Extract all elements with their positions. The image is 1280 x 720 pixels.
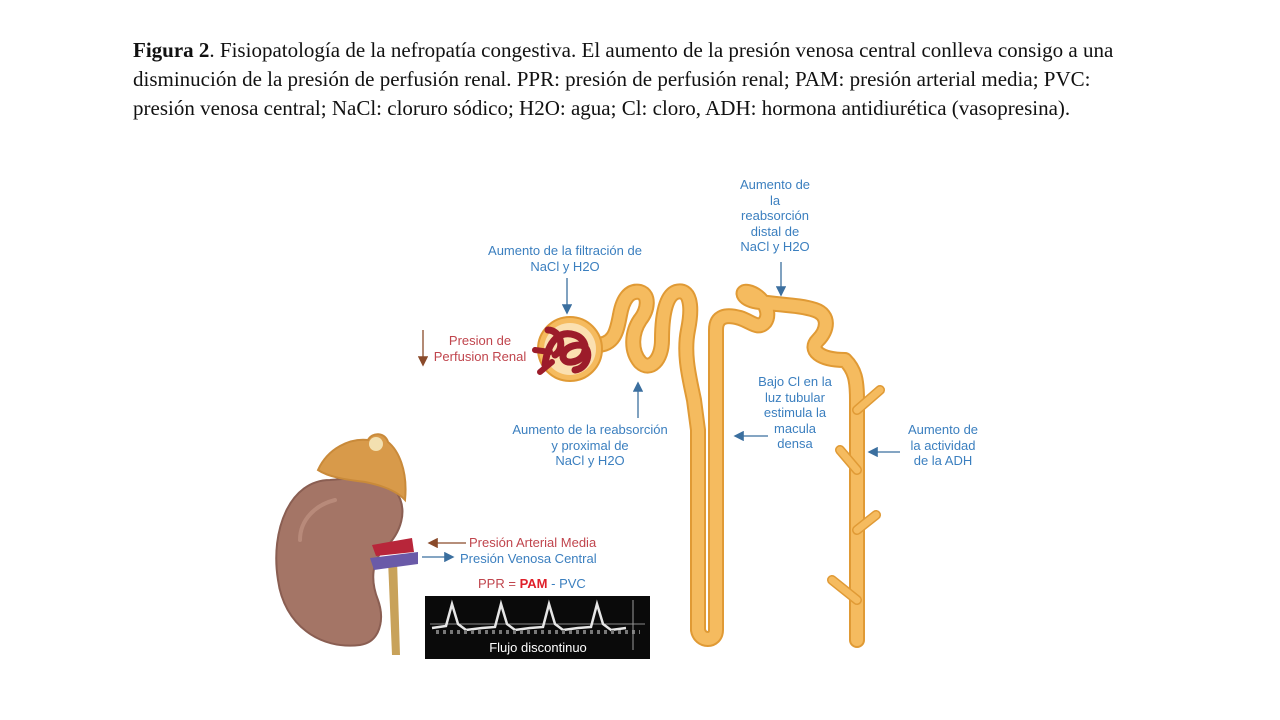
formula-eq: = (504, 576, 520, 591)
nephron-tubule (588, 283, 885, 648)
ppr-formula: PPR = PAM - PVC (478, 576, 586, 591)
formula-pvc: PVC (559, 576, 586, 591)
formula-minus: - (547, 576, 560, 591)
formula-ppr: PPR (478, 576, 505, 591)
label-distal-reabsorption: Aumento de la reabsorción distal de NaCl… (739, 177, 811, 254)
label-pam: Presión Arterial Media (469, 535, 597, 550)
flow-doppler-panel (425, 596, 650, 659)
label-perfusion-pressure: Presion de Perfusion Renal (433, 333, 527, 364)
label-filtration: Aumento de la filtración de NaCl y H2O (488, 243, 642, 274)
formula-pam: PAM (519, 576, 548, 591)
caption-text: . Fisiopatología de la nefropatía conges… (133, 38, 1114, 120)
label-adh-activity: Aumento de la actividad de la ADH (907, 422, 979, 468)
label-pvc: Presión Venosa Central (460, 551, 597, 566)
label-macula-densa: Bajo Cl en la luz tubular estimula la ma… (758, 374, 832, 451)
figure-caption: Figura 2. Fisiopatología de la nefropatí… (133, 36, 1133, 123)
glomerulus (532, 316, 603, 382)
kidney (275, 433, 418, 655)
label-proximal-reabsorption: Aumento de la reabsorción y proximal de … (512, 422, 668, 468)
arrows (422, 262, 900, 563)
flow-label: Flujo discontinuo (489, 640, 587, 655)
figure-number: Figura 2 (133, 38, 210, 62)
